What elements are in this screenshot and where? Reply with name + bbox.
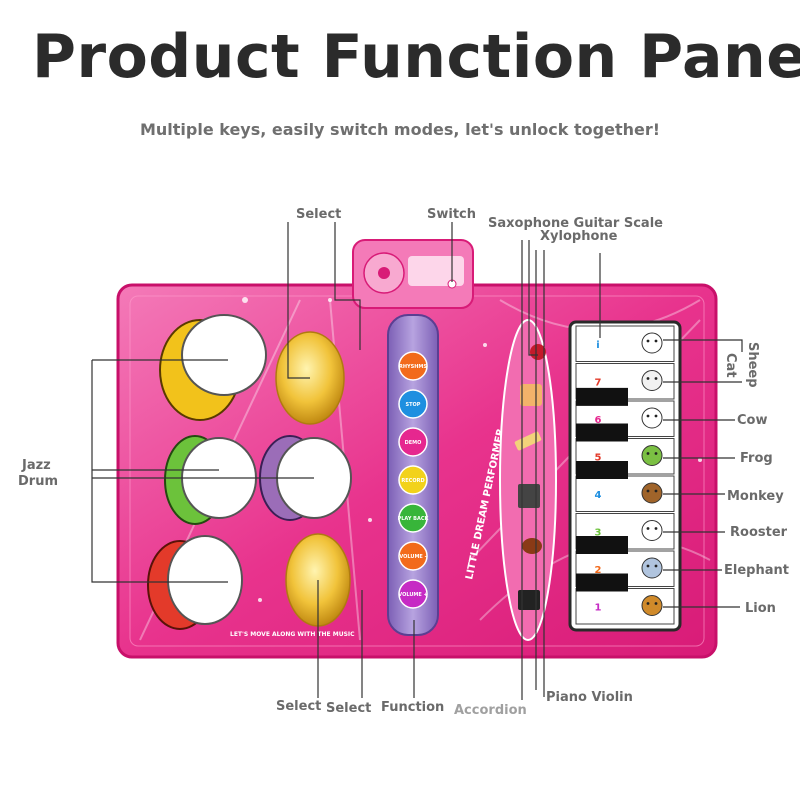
- frog-icon: [641, 445, 663, 466]
- cat-icon: [641, 332, 663, 354]
- piano-black-key[interactable]: [576, 461, 628, 479]
- piano-black-key[interactable]: [576, 387, 628, 406]
- function-buttons: RHYSHMS STOP DEMO RECORD PLAY BACK VOLUME - VO…: [398, 351, 430, 609]
- label-cat: Cat: [723, 353, 738, 378]
- label-drum: Drum: [18, 474, 59, 489]
- label-lion: Lion: [745, 601, 776, 616]
- footer-text: LET'S MOVE ALONG WITH THE MUSIC: [230, 631, 355, 638]
- page-subtitle: Multiple keys, easily switch modes, let'…: [139, 120, 661, 139]
- label-sax-guitar-scale: Saxophone Guitar Scale: [488, 216, 663, 231]
- piano-black-key[interactable]: [576, 536, 628, 554]
- function-button-label: RECORD: [401, 478, 424, 484]
- sheep-icon: [641, 370, 663, 391]
- label-switch: Switch: [427, 207, 477, 222]
- label-xylophone: Xylophone: [540, 229, 618, 244]
- function-button[interactable]: RHYSHMS: [398, 351, 428, 381]
- rooster-icon: [641, 520, 663, 541]
- piano-keyboard: i 7 6 5 4 3 2 1: [568, 320, 682, 632]
- function-button[interactable]: PLAY BACK: [398, 503, 430, 533]
- label-select-bottom-2: Select: [326, 701, 372, 716]
- piano-key-number: 4: [595, 490, 602, 501]
- label-monkey: Monkey: [727, 489, 784, 504]
- label-jazz: Jazz: [22, 458, 51, 473]
- drum-top-left: [159, 314, 267, 421]
- label-elephant: Elephant: [724, 563, 789, 578]
- elephant-icon: [641, 557, 663, 579]
- function-button-label: PLAY BACK: [398, 516, 430, 522]
- function-button-label: VOLUME +: [398, 592, 427, 598]
- function-button-label: VOLUME -: [399, 554, 426, 560]
- function-button-label: RHYSHMS: [399, 364, 427, 370]
- monkey-icon: [641, 482, 663, 504]
- switch-speaker-box: [352, 239, 474, 309]
- label-cow: Cow: [737, 413, 768, 428]
- function-button-label: DEMO: [405, 440, 422, 446]
- page-title: Product Function Panel: [32, 22, 800, 92]
- piano-key-number: i: [596, 340, 599, 351]
- function-button[interactable]: DEMO: [398, 427, 428, 457]
- drum-bottom-left: [147, 535, 243, 630]
- label-rooster: Rooster: [730, 525, 788, 540]
- label-select-bottom-1: Select: [276, 699, 322, 714]
- function-button-label: STOP: [406, 402, 421, 408]
- label-accordion: Accordion: [454, 703, 527, 718]
- lion-icon: [641, 595, 663, 616]
- label-sheep: Sheep: [745, 342, 760, 388]
- label-frog: Frog: [740, 451, 773, 466]
- function-button[interactable]: STOP: [398, 389, 428, 419]
- cow-icon: [641, 407, 663, 429]
- instrument-icons: [514, 344, 546, 610]
- piano-key-number: 7: [595, 378, 602, 389]
- function-button[interactable]: VOLUME -: [398, 541, 428, 571]
- function-button[interactable]: RECORD: [398, 465, 428, 495]
- piano-black-key[interactable]: [576, 423, 628, 442]
- label-piano-violin: Piano Violin: [546, 690, 633, 705]
- piano-black-key[interactable]: [576, 573, 628, 592]
- function-button[interactable]: VOLUME +: [398, 579, 428, 609]
- label-select-top: Select: [296, 207, 342, 222]
- piano-key-number: 5: [595, 453, 602, 464]
- piano-key-number: 3: [595, 528, 602, 539]
- leader-lines: [91, 222, 743, 700]
- label-function: Function: [381, 700, 445, 715]
- piano-key-number: 1: [595, 603, 602, 614]
- piano-key-number: 6: [595, 415, 602, 426]
- piano-key-number: 2: [595, 565, 602, 576]
